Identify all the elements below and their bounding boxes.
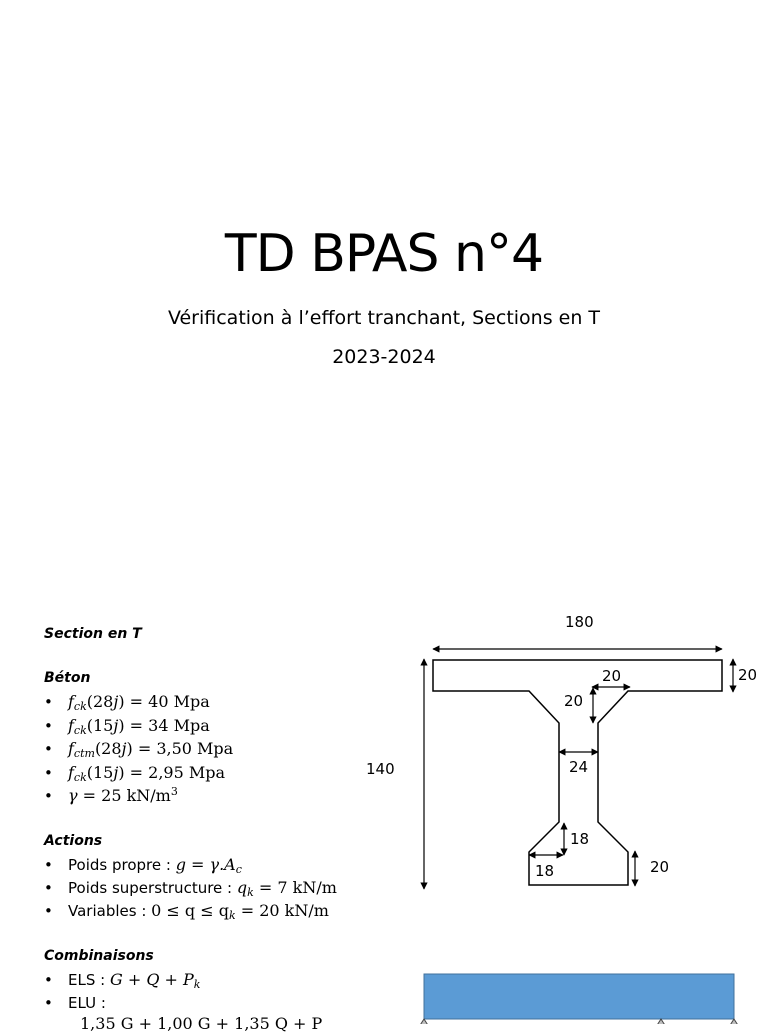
actions-heading: Actions [44, 833, 103, 849]
math-arg: (28 [94, 739, 122, 758]
math-rhs: = 20 kN/m [235, 901, 329, 920]
math-argvar: j [113, 716, 119, 735]
support-middle-icon [657, 1018, 665, 1024]
subtitle: Vérification à l’effort tranchant, Secti… [167, 307, 601, 329]
beam-elevation [423, 973, 735, 1020]
beton-item-fck15: • fck(15j) = 34 Mpa [44, 716, 210, 736]
beton-item-fck15b: • fck(15j) = 2,95 Mpa [44, 763, 225, 783]
dim-label-bottom-chamfer-vertical: 18 [570, 830, 589, 848]
math-rhs: ) = 2,95 Mpa [118, 763, 226, 782]
slide-title: TD BPAS n°4 [224, 224, 544, 284]
math-expr: 0 ≤ q ≤ q [151, 901, 229, 920]
bullet-icon: • [44, 856, 53, 874]
math-sub: ck [73, 724, 87, 737]
bullet-icon: • [44, 717, 53, 735]
dim-label-flange-thickness: 20 [738, 666, 757, 684]
combinaison-elu-formula: 1,35 G + 1,00 G + 1,35 Q + P [80, 1014, 323, 1033]
bullet-icon: • [44, 693, 53, 711]
action-label: Variables : [68, 902, 152, 920]
math-argvar: j [121, 739, 127, 758]
action-poids-propre: • Poids propre : g = γ.Ac [44, 855, 242, 875]
math-arg: (15 [86, 716, 114, 735]
dim-label-total-width: 180 [565, 613, 594, 631]
beton-item-fck28: • fck(28j) = 40 Mpa [44, 692, 210, 712]
academic-year: 2023-2024 [332, 346, 436, 368]
math-var: f [68, 763, 74, 782]
math-sub: ck [73, 771, 87, 784]
beton-item-fctm28: • fctm(28j) = 3,50 Mpa [44, 739, 233, 759]
support-right-icon [730, 1018, 738, 1024]
math-rhs: ) = 34 Mpa [118, 716, 210, 735]
math-expr: G + Q + P [109, 970, 194, 989]
action-label: Poids superstructure : [68, 879, 237, 897]
math-sub: k [228, 909, 236, 922]
dim-label-bottom-flange-thickness: 20 [650, 858, 669, 876]
math-expr: g = γ.A [175, 855, 236, 874]
math-var: f [68, 692, 74, 711]
bullet-icon: • [44, 764, 53, 782]
math-sub: c [235, 863, 242, 876]
math-sub: ctm [73, 747, 95, 760]
math-var: f [68, 716, 74, 735]
bullet-icon: • [44, 971, 53, 989]
bullet-icon: • [44, 787, 53, 805]
math-exp: 3 [170, 785, 178, 798]
math-arg: (28 [86, 692, 114, 711]
math-expr: q [236, 878, 248, 897]
combinaison-elu: • ELU : [44, 993, 106, 1013]
combinaisons-heading: Combinaisons [44, 948, 154, 964]
support-left-icon [420, 1018, 428, 1024]
section-heading: Section en T [44, 626, 142, 642]
combo-label: ELS : [68, 971, 110, 989]
bullet-icon: • [44, 740, 53, 758]
math-sub: k [193, 978, 201, 991]
dim-label-chamfer-horizontal: 20 [602, 667, 621, 685]
dim-label-total-height: 140 [366, 760, 395, 778]
bullet-icon: • [44, 994, 53, 1012]
action-variables: • Variables : 0 ≤ q ≤ qk = 20 kN/m [44, 901, 329, 921]
math-sub: k [247, 886, 254, 899]
t-section-outline [432, 659, 723, 886]
math-sub: ck [73, 700, 87, 713]
math-rhs: ) = 3,50 Mpa [126, 739, 234, 758]
beton-item-gamma: • γ = 25 kN/m3 [44, 786, 178, 806]
math-var: γ [68, 786, 78, 805]
bullet-icon: • [44, 879, 53, 897]
math-arg: (15 [86, 763, 114, 782]
action-superstructure: • Poids superstructure : qk = 7 kN/m [44, 878, 337, 898]
dim-label-web-width: 24 [569, 758, 588, 776]
math-argvar: j [113, 692, 119, 711]
dim-label-bottom-chamfer-horizontal: 18 [535, 862, 554, 880]
math-rhs: = 7 kN/m [253, 878, 337, 897]
beton-heading: Béton [44, 670, 91, 686]
math-rhs: ) = 40 Mpa [118, 692, 210, 711]
math-rhs: = 25 kN/m [77, 786, 171, 805]
combo-label: ELU : [68, 994, 106, 1012]
combinaison-els: • ELS : G + Q + Pk [44, 970, 200, 990]
action-label: Poids propre : [68, 856, 176, 874]
math-var: f [68, 739, 74, 758]
bullet-icon: • [44, 902, 53, 920]
dim-label-chamfer-vertical: 20 [564, 692, 583, 710]
math-argvar: j [113, 763, 119, 782]
